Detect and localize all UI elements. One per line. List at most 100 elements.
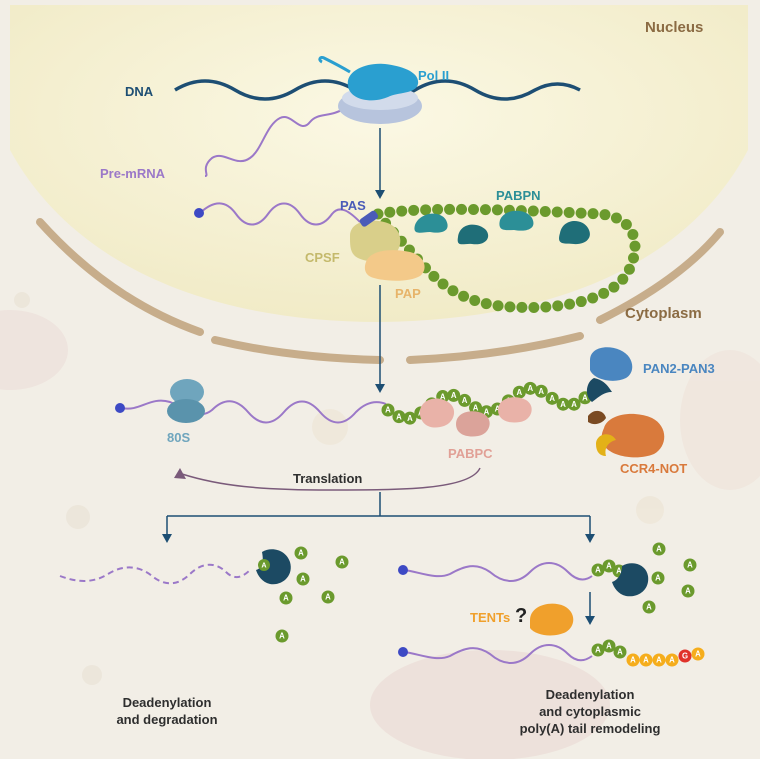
bead-letter: A (538, 387, 544, 396)
bead-letter: A (595, 646, 601, 655)
polya-bead (620, 219, 632, 231)
bead-letter: A (527, 384, 533, 393)
bead-letter: A (396, 412, 402, 421)
bead-circle (258, 559, 270, 571)
polya-adenosine: A (534, 384, 548, 398)
polya-adenosine: A (523, 381, 537, 395)
released-adenosine: A (681, 584, 695, 598)
released-adenosine: A (652, 542, 666, 556)
bead-circle (626, 653, 640, 667)
bead-circle (456, 203, 468, 215)
outcome-left-line-2: and degradation (116, 712, 217, 727)
ccr4-not-body (601, 413, 665, 458)
polya-bead (627, 228, 639, 240)
bead-circle (551, 206, 563, 218)
bead-circle (528, 301, 540, 313)
vesicle-4 (636, 496, 664, 524)
polya-bead (492, 300, 504, 312)
pabpn-4 (559, 221, 590, 245)
outcome-right-line-1: Deadenylation (546, 687, 635, 702)
bead-circle (563, 207, 575, 219)
polya-bead (628, 252, 640, 264)
bead-letter: A (582, 393, 588, 402)
polya-bead (564, 298, 576, 310)
bead-letter: A (440, 392, 446, 401)
polya-bead (420, 204, 432, 216)
remodeled-adenosine: A (665, 653, 679, 667)
branch-left-arrowhead (162, 534, 172, 543)
arrowhead-1 (375, 190, 385, 199)
bead-circle (403, 411, 417, 425)
nuclear-mrna-strand (199, 202, 361, 226)
bead-circle (591, 643, 605, 657)
remodeled-adenosine: A (639, 653, 653, 667)
pol2-body (347, 63, 419, 101)
bead-circle (678, 649, 692, 663)
released-adenosine: A (642, 600, 656, 614)
bead-circle (587, 292, 599, 304)
bead-letter: A (517, 388, 523, 397)
bead-letter: A (616, 567, 622, 576)
vesicle-1 (66, 505, 90, 529)
bead-letter: A (325, 593, 331, 602)
polya-adenosine: A (381, 403, 395, 417)
membrane-segment-1 (36, 218, 204, 336)
pol2-tail (318, 56, 351, 74)
bead-letter: A (549, 394, 555, 403)
background-decorations (0, 292, 760, 760)
bead-letter: A (571, 400, 577, 409)
bead-circle (587, 208, 599, 220)
remodeled-adenosine: A (591, 643, 605, 657)
released-adenosine: A (651, 571, 665, 585)
branch-right-arrowhead (585, 534, 595, 543)
bead-circle (545, 391, 559, 405)
bead-letter: G (682, 652, 688, 661)
bead-circle (294, 546, 308, 560)
pre-mrna-strand (204, 107, 346, 177)
pan2-body (590, 347, 633, 381)
outcome-left-line-1: Deadenylation (123, 695, 212, 710)
pre-mrna-label: Pre-mRNA (100, 166, 166, 181)
bead-circle (620, 219, 632, 231)
bead-circle (381, 403, 395, 417)
bead-letter: A (339, 558, 345, 567)
polya-bead (623, 263, 635, 275)
bead-letter: A (655, 574, 661, 583)
bead-circle (665, 653, 679, 667)
bead-circle (683, 558, 697, 572)
polya-bead (437, 278, 449, 290)
pabpn-3 (499, 210, 534, 231)
pabpn-2 (457, 224, 489, 245)
bead-circle (467, 203, 479, 215)
pap-label: PAP (395, 286, 421, 301)
bead-circle (591, 563, 605, 577)
released-adenosine: A (275, 629, 289, 643)
bead-circle (575, 296, 587, 308)
bead-letter: A (646, 603, 652, 612)
bead-letter: A (685, 587, 691, 596)
bead-circle (552, 300, 564, 312)
bead-circle (432, 204, 444, 216)
cpsf-label: CPSF (305, 250, 340, 265)
bead-letter: A (298, 549, 304, 558)
cytoplasm-label: Cytoplasm (625, 305, 702, 322)
bead-circle (321, 590, 335, 604)
bead-circle (420, 204, 432, 216)
polya-bead (428, 270, 440, 282)
membrane-segment-2 (211, 336, 384, 364)
arrowhead-2 (375, 384, 385, 393)
bead-letter: A (300, 575, 306, 584)
ribosome-80s (167, 379, 205, 423)
pas-label: PAS (340, 198, 366, 213)
polya-bead (599, 209, 611, 221)
arrowhead-remodeling (585, 616, 595, 625)
bead-circle (516, 301, 528, 313)
bead-circle (627, 228, 639, 240)
pabpc-label: PABPC (448, 446, 493, 461)
bead-circle (651, 571, 665, 585)
outcome-right-line-2: and cytoplasmic (539, 704, 641, 719)
dna-label: DNA (125, 84, 154, 99)
